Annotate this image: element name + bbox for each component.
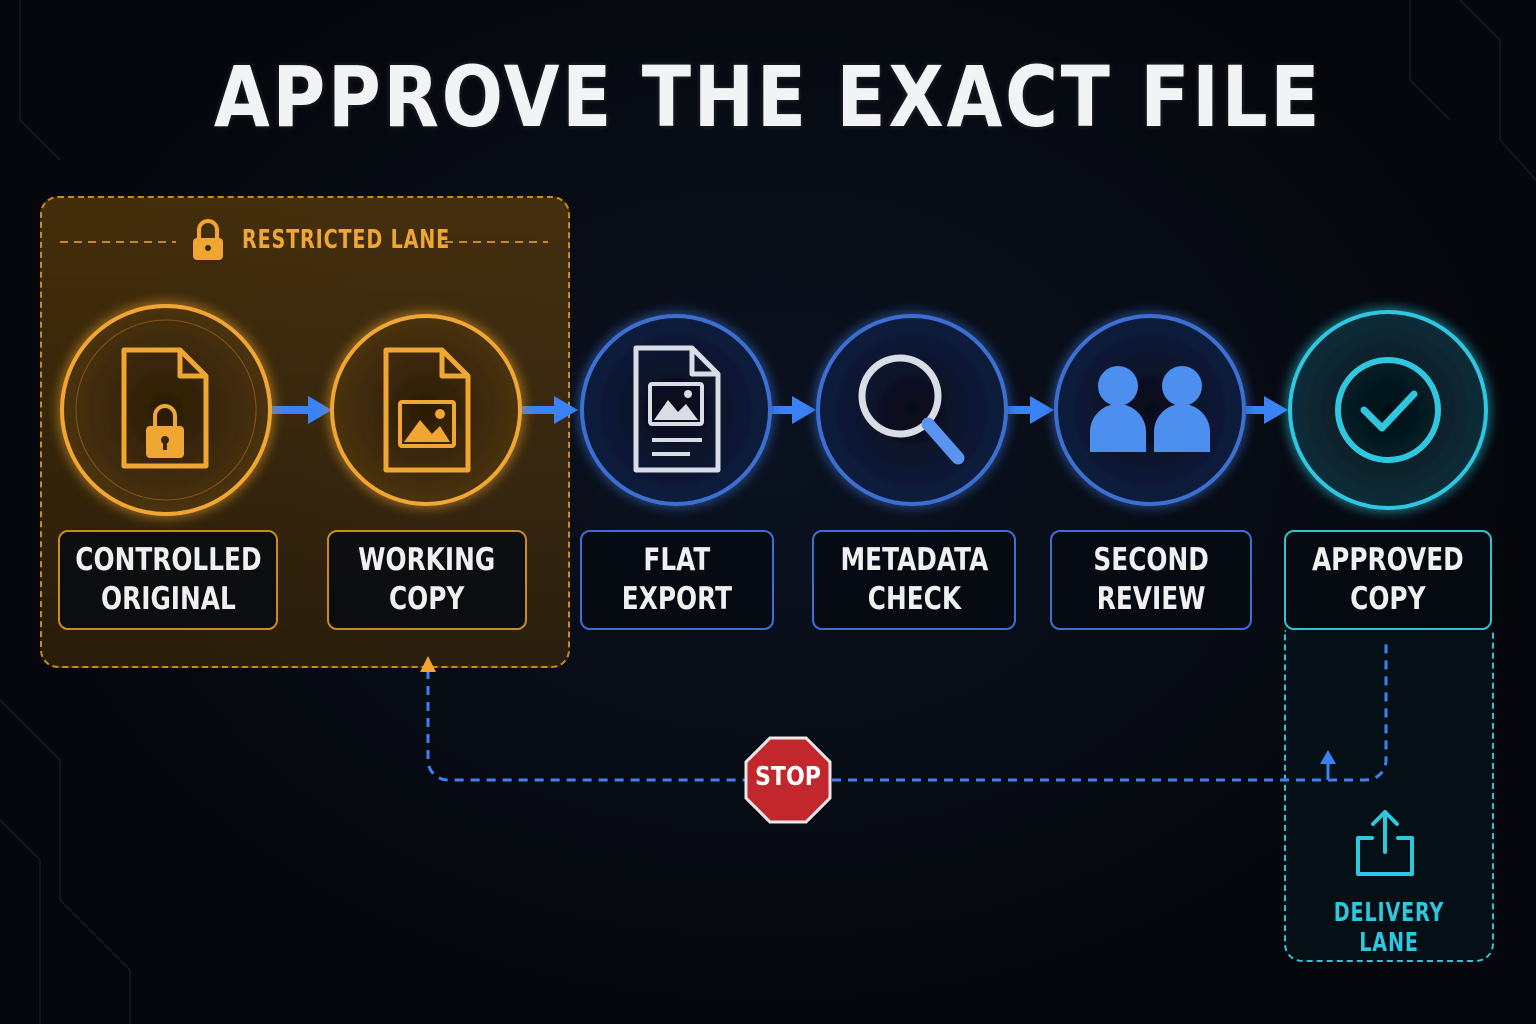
step-label-working-copy: WORKING COPY <box>327 530 527 630</box>
page-title: APPROVE THE EXACT FILE <box>213 48 1323 146</box>
stop-sign-icon <box>744 736 832 824</box>
step-label-text: METADATA CHECK <box>840 542 988 617</box>
arrow-4-head <box>1030 396 1054 424</box>
padlock-icon <box>193 219 223 260</box>
delivery-lane <box>1284 630 1494 962</box>
step-label-text: SECOND REVIEW <box>1093 542 1209 617</box>
step-label-second-review: SECOND REVIEW <box>1050 530 1252 630</box>
step-label-metadata-check: METADATA CHECK <box>812 530 1016 630</box>
delivery-lane-label: DELIVERY LANE <box>1333 898 1445 958</box>
step-label-flat-export: FLAT EXPORT <box>580 530 774 630</box>
step-circle-second-review <box>1054 314 1246 506</box>
step-label-controlled-original: CONTROLLED ORIGINAL <box>58 530 278 630</box>
flat-document-icon <box>633 345 721 473</box>
arrow-3-head <box>792 396 816 424</box>
step-label-approved-copy: APPROVED COPY <box>1284 530 1492 630</box>
two-people-icon <box>1090 366 1210 452</box>
checkmark-icon <box>1335 357 1441 463</box>
step-circle-controlled-original <box>60 304 272 516</box>
flow-arrows <box>264 396 1288 424</box>
stop-sign-label: STOP <box>755 762 821 792</box>
arrow-1-head <box>308 396 332 424</box>
image-document-icon <box>383 347 471 473</box>
step-label-text: FLAT EXPORT <box>621 542 733 617</box>
arrow-2-head <box>554 396 578 424</box>
delivery-arrow-head <box>1320 750 1336 764</box>
magnifier-icon <box>858 354 965 465</box>
return-arrow-head <box>420 656 436 672</box>
step-circle-approved-copy <box>1288 310 1488 510</box>
step-label-text: WORKING COPY <box>358 542 496 617</box>
step-circle-working-copy <box>330 314 522 506</box>
locked-document-icon <box>121 347 209 469</box>
step-label-text: APPROVED COPY <box>1312 542 1464 617</box>
restricted-lane-label: RESTRICTED LANE <box>242 225 451 255</box>
step-circle-metadata-check <box>816 314 1008 506</box>
upload-icon <box>1356 810 1414 876</box>
step-label-text: CONTROLLED ORIGINAL <box>74 542 262 617</box>
return-path <box>420 640 1388 782</box>
arrow-5-head <box>1264 396 1288 424</box>
